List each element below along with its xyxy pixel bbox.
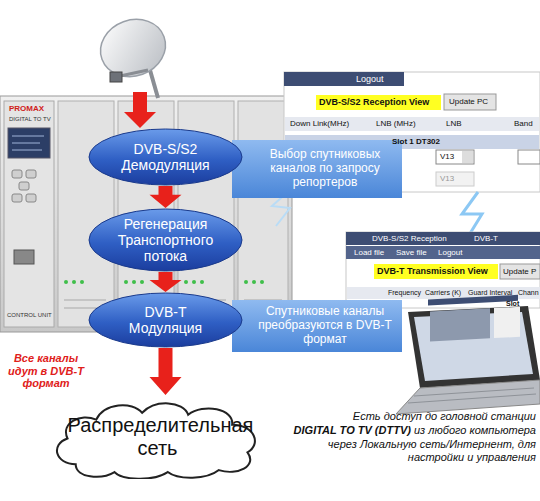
network-cloud: Распределительная сеть: [45, 395, 270, 479]
ui-label: V13: [440, 152, 454, 161]
ui-label: Slot: [506, 300, 519, 308]
process-ellipse: Регенерация Транспортного потока: [88, 208, 243, 272]
ui-label: Band: [514, 119, 533, 128]
transmission-screenshot: [346, 232, 540, 308]
note-box: Выбор спутниковых каналов по запросу реп…: [232, 140, 402, 198]
ui-label: Frequency: [388, 289, 421, 297]
cloud-text: Распределительная сеть: [68, 414, 248, 460]
ui-label: Logout: [356, 74, 384, 84]
ui-label: CONTROL UNIT: [7, 312, 52, 319]
node-text: DVB-S/S2 Демодуляция: [110, 141, 222, 173]
ui-label: Chann: [518, 289, 539, 297]
ui-label: Down Link(MHz): [290, 119, 349, 128]
ellipse-shape: [89, 293, 242, 347]
ui-label: DIGITAL TO TV: [9, 116, 51, 123]
node-text: DVB-T Модуляция: [110, 304, 222, 336]
ui-label: PROMAX: [9, 104, 44, 113]
ui-label: Save file: [396, 248, 427, 257]
ui-label: DVB-T: [474, 234, 498, 243]
process-ellipse: DVB-S/S2 Демодуляция: [88, 128, 243, 186]
flow-arrow: [150, 272, 182, 292]
ui-label: Update PC: [449, 97, 488, 106]
node-text: Выбор спутниковых каналов по запросу реп…: [255, 148, 395, 189]
ui-label: DVB-S/S2 Reception View: [319, 97, 429, 107]
process-ellipse: DVB-T Модуляция: [88, 292, 243, 348]
laptop: [396, 295, 540, 414]
access-note: Есть доступ до головной станции DIGITAL …: [292, 410, 536, 465]
box-shape: [232, 300, 402, 352]
note-box: Спутниковые каналы преобразуются в DVB-T…: [232, 300, 402, 352]
note-text: Есть доступ до головной станции: [292, 410, 536, 424]
flow-arrow: [150, 186, 182, 208]
ui-label: V13: [440, 174, 454, 183]
box-shape: [232, 140, 402, 198]
satellite-dish: [92, 10, 173, 128]
ui-label: LNB: [446, 119, 462, 128]
ui-label: Slot 1 DT302: [392, 137, 440, 146]
ui-label: Guard Interval: [468, 289, 512, 297]
ui-label: Все каналы идут в DVB-T формат: [4, 352, 88, 390]
node-text: Регенерация Транспортного потока: [110, 216, 222, 264]
note-text: DIGITAL TO TV (DTTV): [294, 424, 411, 436]
ui-label: DVB-T Transmission View: [377, 266, 488, 276]
ellipse-shape: [89, 129, 242, 185]
ui-label: Carriers (K): [425, 289, 461, 297]
node-text: Спутниковые каналы преобразуются в DVB-T…: [255, 305, 395, 346]
ui-label: Logout: [438, 248, 462, 257]
ui-label: Update P: [503, 267, 536, 276]
ui-label: DVB-S/S2 Reception: [372, 234, 447, 243]
ellipse-shape: [89, 209, 242, 271]
cloud-shape: [57, 403, 255, 478]
ui-label: LNB (MHz): [376, 119, 416, 128]
flow-arrow: [150, 348, 182, 395]
ui-label: Load file: [354, 248, 384, 257]
